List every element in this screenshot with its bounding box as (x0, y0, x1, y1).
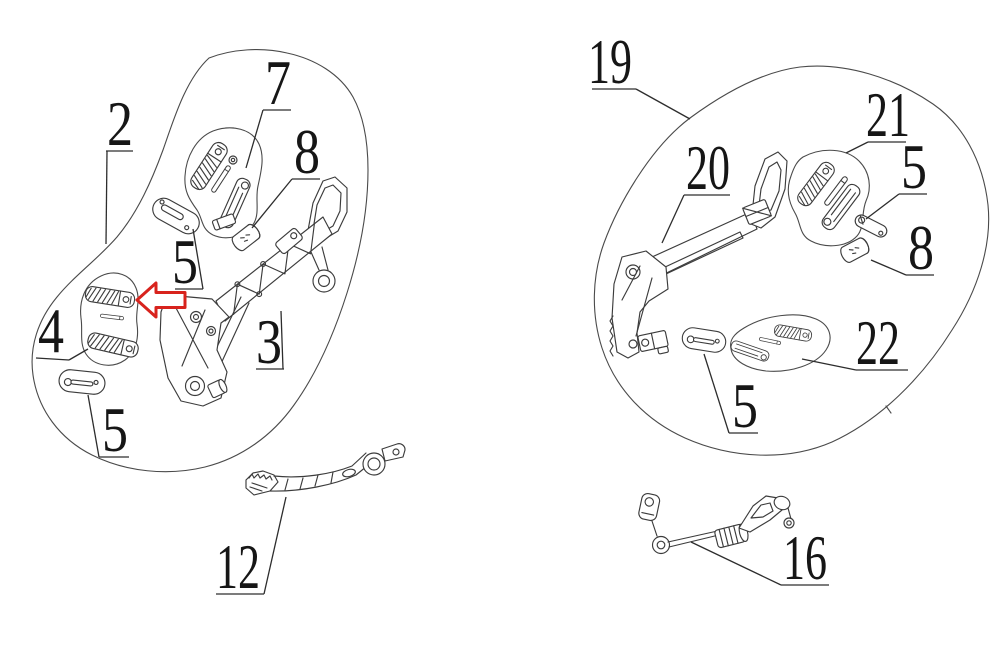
callout-19-label: 19 (588, 26, 632, 97)
callout-5-upper-left: 5 (172, 226, 204, 297)
callout-22-leader-line (801, 358, 857, 371)
callout-2-label: 2 (107, 88, 133, 159)
callout-19-leader-line (635, 88, 691, 120)
tick-mark (885, 405, 892, 414)
callout-8-left-leader-line (251, 178, 293, 229)
callout-5-lower-left-label: 5 (102, 394, 128, 465)
callout-12-leader-line (263, 496, 287, 595)
callout-12: 12 (216, 496, 287, 602)
callout-21-leader-line (845, 141, 869, 154)
callout-22-label: 22 (856, 307, 900, 378)
callout-5-upper-right-label: 5 (901, 131, 927, 202)
callout-16: 16 (690, 522, 829, 593)
callout-3-label: 3 (256, 306, 282, 377)
part-16-shift-linkage (638, 492, 795, 555)
callout-5-upper-right: 5 (865, 131, 927, 220)
callout-7: 7 (245, 47, 291, 169)
callout-5-lower-left: 5 (87, 394, 129, 465)
callout-7-label: 7 (265, 47, 291, 118)
callout-21-label: 21 (866, 79, 910, 150)
part-3-main-bracket (159, 176, 348, 407)
part-12-brake-pedal (245, 443, 406, 496)
callout-16-leader-line (690, 541, 782, 586)
callout-3: 3 (256, 306, 284, 377)
left-assembly-outline (31, 49, 369, 473)
callout-3-leader-line (280, 310, 284, 370)
part-5-plate-lower-left (57, 368, 107, 396)
callout-5-upper-right-leader-line (865, 193, 900, 220)
callout-4: 4 (35, 295, 89, 366)
callout-5-lower-right: 5 (703, 353, 758, 441)
callout-8-left-label: 8 (294, 116, 320, 187)
callout-8-right-leader-line (870, 259, 907, 276)
callout-2: 2 (105, 88, 133, 245)
part-5-plate-lower-right (680, 325, 728, 355)
callout-5-lower-left-leader-line (87, 394, 100, 458)
callout-5-lower-right-label: 5 (732, 370, 758, 441)
callout-4-underline (35, 357, 70, 361)
callout-19: 19 (588, 26, 691, 120)
callout-12-label: 12 (216, 531, 260, 602)
right-assembly-outline (593, 65, 990, 456)
part-5-strap-upper-right (852, 212, 890, 240)
red-highlight-arrow (135, 281, 187, 319)
callout-20-leader-line (661, 194, 685, 244)
callout-20-label: 20 (686, 132, 730, 203)
callout-5-upper-left-leader-line (192, 228, 204, 290)
part-20-main-bracket (609, 151, 788, 359)
callout-16-label: 16 (783, 522, 827, 593)
callout-4-label: 4 (38, 295, 64, 366)
part-7-footpeg-group (187, 139, 253, 231)
callout-5-lower-right-leader-line (703, 353, 730, 434)
callout-5-upper-left-label: 5 (172, 226, 198, 297)
callout-8-right: 8 (870, 212, 934, 283)
callout-4-leader-line (68, 348, 89, 361)
callout-8-right-label: 8 (908, 212, 934, 283)
callout-2-leader-line (105, 150, 108, 245)
callout-22: 22 (801, 307, 908, 378)
callout-20: 20 (661, 132, 730, 244)
callout-21: 21 (845, 79, 910, 154)
callout-7-leader-line (245, 109, 264, 169)
callout-8-left: 8 (251, 116, 320, 229)
